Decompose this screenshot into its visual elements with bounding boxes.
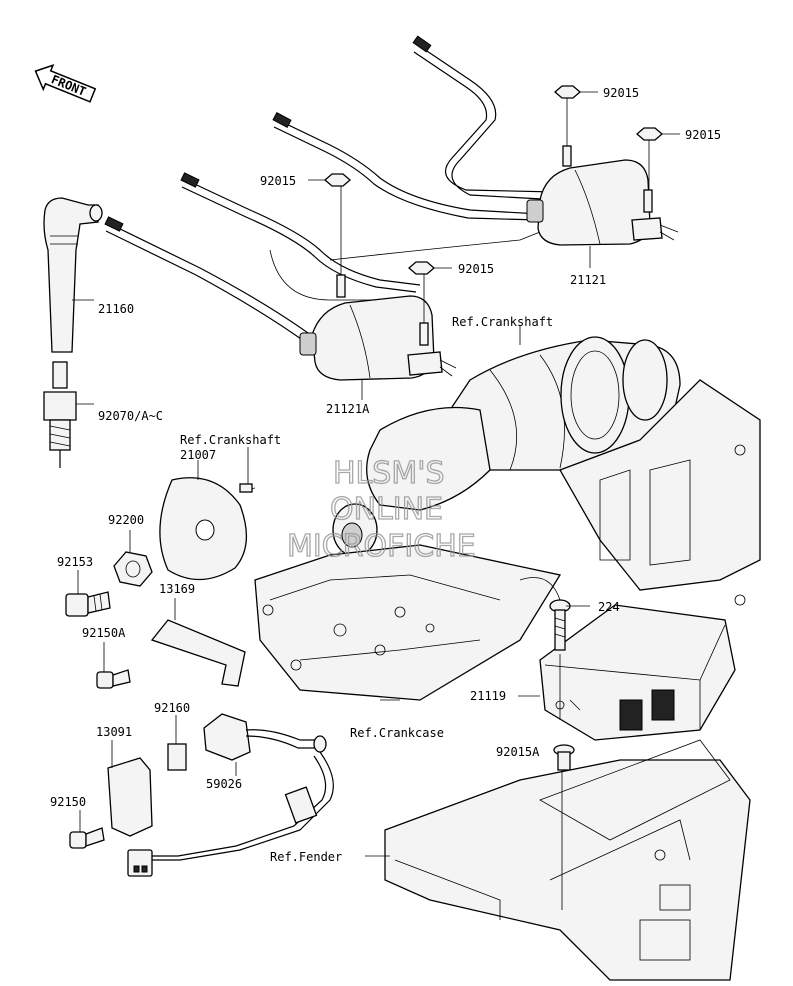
label-ref-crankshaft-upper: Ref.Crankshaft <box>452 315 553 329</box>
watermark-line-1: HLSM'S <box>333 456 445 491</box>
watermark-line-3: MICROFICHE <box>287 529 476 564</box>
bolt-92150a <box>96 669 131 689</box>
rear-fender <box>384 739 751 981</box>
label-92070: 92070/A~C <box>98 409 163 423</box>
front-label: FRONT <box>49 72 88 99</box>
bolt-92150 <box>69 827 105 849</box>
label-92015-a: 92015 <box>603 86 639 100</box>
label-92160: 92160 <box>154 701 190 715</box>
label-92015-d: 92015 <box>458 262 494 276</box>
ignition-coil-21121a <box>299 274 457 381</box>
label-92015-c: 92015 <box>260 174 296 188</box>
ignition-lead-harness <box>104 35 561 345</box>
leader-lines <box>72 91 680 910</box>
bracket-13091 <box>107 757 153 837</box>
label-21007: 21007 <box>180 448 216 462</box>
label-ref-crankcase: Ref.Crankcase <box>350 726 444 740</box>
label-92015a: 92015A <box>496 745 540 759</box>
igniter-unit-21119 <box>539 604 736 741</box>
part-labels: 92015 92015 92015 92015 21121 21121A 211… <box>50 86 721 864</box>
label-92150a: 92150A <box>82 626 126 640</box>
collar-92015a <box>553 744 575 771</box>
label-13169: 13169 <box>159 582 195 596</box>
spark-plug-cap-21160 <box>43 197 103 353</box>
engine-block <box>519 379 761 606</box>
crankshaft <box>332 325 681 557</box>
label-92153: 92153 <box>57 555 93 569</box>
label-92015-b: 92015 <box>685 128 721 142</box>
nut-92015-set <box>324 85 663 323</box>
bolt-92153 <box>65 591 111 617</box>
label-92200: 92200 <box>108 513 144 527</box>
plate-92160 <box>167 743 187 771</box>
bracket-13169 <box>150 619 246 687</box>
label-13091: 13091 <box>96 725 132 739</box>
label-21160: 21160 <box>98 302 134 316</box>
front-direction-arrow: FRONT <box>34 64 97 103</box>
timing-rotor-21007 <box>159 477 256 581</box>
label-92150: 92150 <box>50 795 86 809</box>
label-224: 224 <box>598 600 620 614</box>
watermark: HLSM'S ONLINE MICROFICHE <box>286 455 476 564</box>
crankcase <box>254 544 562 701</box>
nut-92200 <box>113 551 153 587</box>
label-21121a: 21121A <box>326 402 370 416</box>
ignition-coil-21121 <box>526 145 679 246</box>
pickup-coil-59026 <box>127 713 334 877</box>
label-21119: 21119 <box>470 689 506 703</box>
watermark-line-2: ONLINE <box>330 492 443 527</box>
label-59026: 59026 <box>206 777 242 791</box>
label-ref-crankshaft-lower: Ref.Crankshaft <box>180 433 281 447</box>
label-ref-fender: Ref.Fender <box>270 850 342 864</box>
spark-plug-92070 <box>43 361 77 468</box>
label-21121: 21121 <box>570 273 606 287</box>
